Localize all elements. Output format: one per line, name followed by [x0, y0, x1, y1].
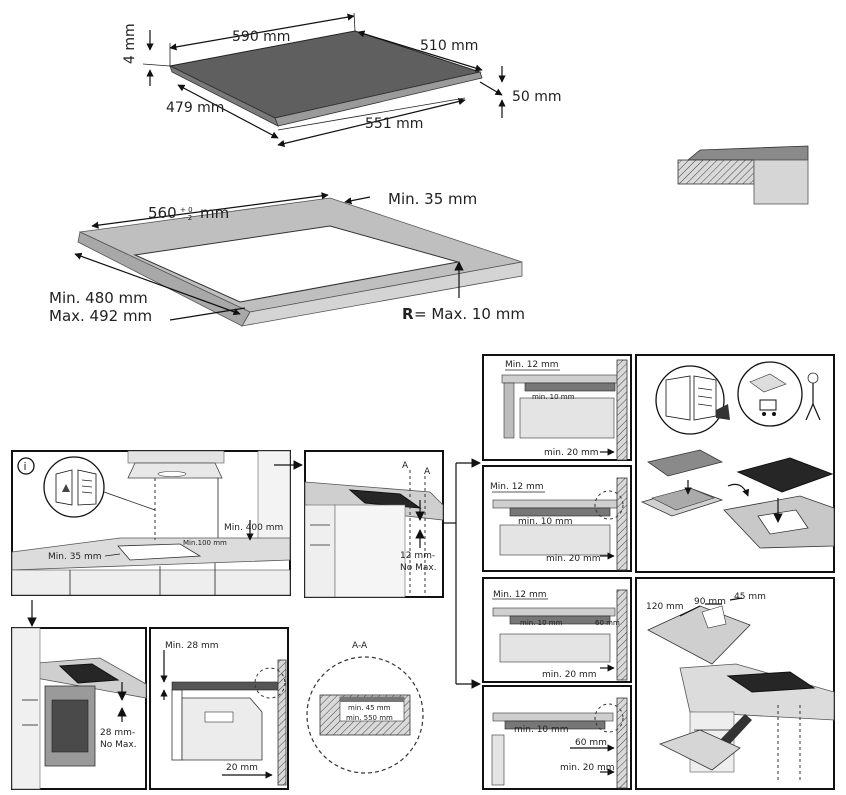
dim-width-bottom: 551 mm — [365, 116, 423, 132]
section-label-a2: A — [424, 467, 431, 477]
plinth-90: 90 mm — [694, 597, 726, 607]
dim-height: 50 mm — [512, 89, 562, 105]
detail3-min-12: Min. 12 mm — [493, 590, 547, 600]
detail2-min-20: min. 20 mm — [546, 554, 601, 564]
cutout-radius-value: = Max. 10 mm — [414, 305, 525, 323]
section-gap-bottom: No Max. — [400, 563, 437, 573]
kitchen-overview-panel: i Min. 400 mm Min.100 mm Min. 35 mm — [11, 450, 291, 596]
install-steps-panel — [635, 354, 835, 573]
cutout-depth-min: Min. 480 mm — [49, 289, 148, 307]
cutout-radius-label: R — [402, 305, 414, 323]
oven-detail-panel: Min. 28 mm 20 mm — [149, 627, 289, 790]
cutout-dimension-drawing: 560 + 0 - 2 mm Min. 35 mm Min. 480 mm Ma… — [49, 190, 525, 327]
detail1-min-12: Min. 12 mm — [505, 360, 559, 370]
detail3-min-10: min. 10 mm — [520, 619, 563, 627]
detail4-min-10: min. 10 mm — [514, 725, 569, 735]
cutout-tolerance-minus: - 2 — [183, 214, 192, 222]
cutout-edge-distance: Min. 35 mm — [388, 190, 477, 208]
plinth-panel: 120 mm 90 mm 45 mm — [635, 577, 835, 790]
detail2-min-12: Min. 12 mm — [490, 482, 544, 492]
cutout-width-unit: mm — [200, 204, 229, 222]
detail3-60: 60 mm — [595, 619, 620, 627]
kitchen-min-400: Min. 400 mm — [224, 523, 283, 533]
kitchen-min-35: Min. 35 mm — [48, 552, 102, 562]
detail3-min-20: min. 20 mm — [542, 670, 597, 680]
aa-section-detail: A-A min. 45 mm min. 550 mm — [306, 641, 424, 774]
detail4-min-20: min. 20 mm — [560, 763, 615, 773]
cutout-depth-max: Max. 492 mm — [49, 307, 152, 325]
detail1-min-10: min. 10 mm — [532, 393, 575, 401]
dim-thickness: 4 mm — [122, 23, 138, 64]
detail2-min-10: min. 10 mm — [518, 517, 573, 527]
worktop-edge-icon — [677, 145, 809, 205]
dim-width-top: 590 mm — [232, 29, 290, 45]
detail4-60: 60 mm — [575, 738, 607, 748]
info-icon: i — [24, 460, 27, 473]
plinth-120: 120 mm — [646, 602, 684, 612]
oven-detail-min-28: Min. 28 mm — [165, 641, 219, 651]
hob-dimension-drawing: 590 mm 510 mm 4 mm 479 mm 551 mm 50 mm — [122, 12, 562, 147]
cutout-width: 560 — [148, 204, 177, 222]
section-gap-top: 12 mm- — [400, 551, 435, 561]
dim-depth-top: 510 mm — [420, 38, 478, 54]
plinth-45: 45 mm — [734, 592, 766, 602]
dim-depth-bottom: 479 mm — [166, 100, 224, 116]
aa-min-45: min. 45 mm — [348, 704, 391, 712]
oven-gap-top: 28 mm- — [100, 728, 135, 738]
oven-gap-bottom: No Max. — [100, 740, 137, 750]
oven-detail-20: 20 mm — [226, 763, 258, 773]
detail-panel-1: Min. 12 mm min. 10 mm min. 20 mm — [482, 354, 632, 461]
detail1-min-20: min. 20 mm — [544, 448, 599, 458]
aa-min-550: min. 550 mm — [346, 714, 393, 722]
detail-panel-2: Min. 12 mm min. 10 mm min. 20 mm — [482, 465, 632, 572]
detail-panel-3: Min. 12 mm min. 10 mm 60 mm min. 20 mm — [482, 577, 632, 683]
oven-panel: 28 mm- No Max. — [11, 627, 147, 790]
branch-arrows — [443, 458, 481, 689]
detail-panel-4: min. 10 mm 60 mm min. 20 mm — [482, 685, 632, 790]
aa-title: A-A — [352, 641, 368, 651]
kitchen-min-100: Min.100 mm — [183, 539, 227, 547]
cutout-tolerance-plus: + 0 — [180, 206, 193, 214]
section-label-a1: A — [402, 461, 409, 471]
section-view-panel: A A 12 mm- No Max. — [304, 450, 444, 598]
